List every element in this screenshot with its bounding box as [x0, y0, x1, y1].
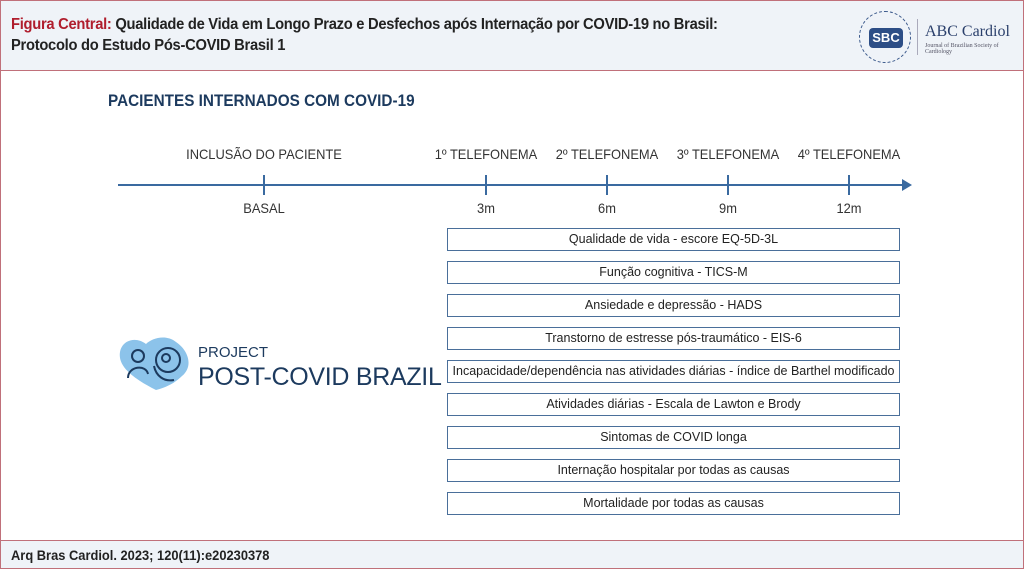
- timeline-event-label: 4º TELEFONEMA: [797, 146, 901, 162]
- outcome-box: Função cognitiva - TICS-M: [447, 261, 900, 284]
- outcome-box: Ansiedade e depressão - HADS: [447, 294, 900, 317]
- timeline-tick: [727, 175, 729, 195]
- outcome-box: Incapacidade/dependência nas atividades …: [447, 360, 900, 383]
- project-label: PROJECT: [198, 344, 269, 361]
- timeline-time-label: 9m: [719, 200, 737, 216]
- timeline-tick: [606, 175, 608, 195]
- figure-title: Figura Central: Qualidade de Vida em Lon…: [11, 14, 718, 56]
- citation: Arq Bras Cardiol. 2023; 120(11):e2023037…: [11, 547, 270, 563]
- timeline-tick: [485, 175, 487, 195]
- timeline-event-label: 3º TELEFONEMA: [676, 146, 780, 162]
- title-line-1: Qualidade de Vida em Longo Prazo e Desfe…: [115, 16, 718, 33]
- header: Figura Central: Qualidade de Vida em Lon…: [0, 0, 1024, 71]
- outcome-box: Qualidade de vida - escore EQ-5D-3L: [447, 228, 900, 251]
- outcome-box: Sintomas de COVID longa: [447, 426, 900, 449]
- abc-cardiol-text: ABC Cardiol: [925, 23, 1010, 40]
- section-heading: PACIENTES INTERNADOS COM COVID-19: [108, 91, 415, 110]
- abc-cardiol-subtitle: Journal of Brazilian Society of Cardiolo…: [925, 43, 999, 55]
- timeline-tick: [848, 175, 850, 195]
- logo-divider: [917, 19, 918, 55]
- journal-logo: SBC ABC Cardiol Journal of Brazilian Soc…: [859, 11, 1019, 65]
- outcome-box: Transtorno de estresse pós-traumático - …: [447, 327, 900, 350]
- timeline-time-label: 3m: [477, 200, 495, 216]
- sbc-text: SBC: [869, 28, 903, 48]
- timeline-axis: [118, 184, 904, 186]
- timeline-time-label: BASAL: [243, 200, 285, 216]
- outcome-box: Atividades diárias - Escala de Lawton e …: [447, 393, 900, 416]
- figure-label: Figura Central:: [11, 16, 112, 33]
- project-name: POST-COVID BRAZIL: [198, 363, 442, 391]
- timeline-tick: [263, 175, 265, 195]
- timeline-event-label: 2º TELEFONEMA: [555, 146, 659, 162]
- footer: Arq Bras Cardiol. 2023; 120(11):e2023037…: [0, 540, 1024, 569]
- timeline-time-label: 12m: [836, 200, 862, 216]
- timeline-event-label: 1º TELEFONEMA: [434, 146, 538, 162]
- outcome-box: Mortalidade por todas as causas: [447, 492, 900, 515]
- timeline-event-label: INCLUSÃO DO PACIENTE: [186, 146, 342, 162]
- title-line-2: Protocolo do Estudo Pós-COVID Brasil 1: [11, 37, 286, 54]
- heart-family-icon: [119, 337, 189, 390]
- outcome-box: Internação hospitalar por todas as causa…: [447, 459, 900, 482]
- timeline-time-label: 6m: [598, 200, 616, 216]
- arrow-right-icon: [902, 179, 912, 191]
- sbc-seal: SBC: [859, 11, 911, 63]
